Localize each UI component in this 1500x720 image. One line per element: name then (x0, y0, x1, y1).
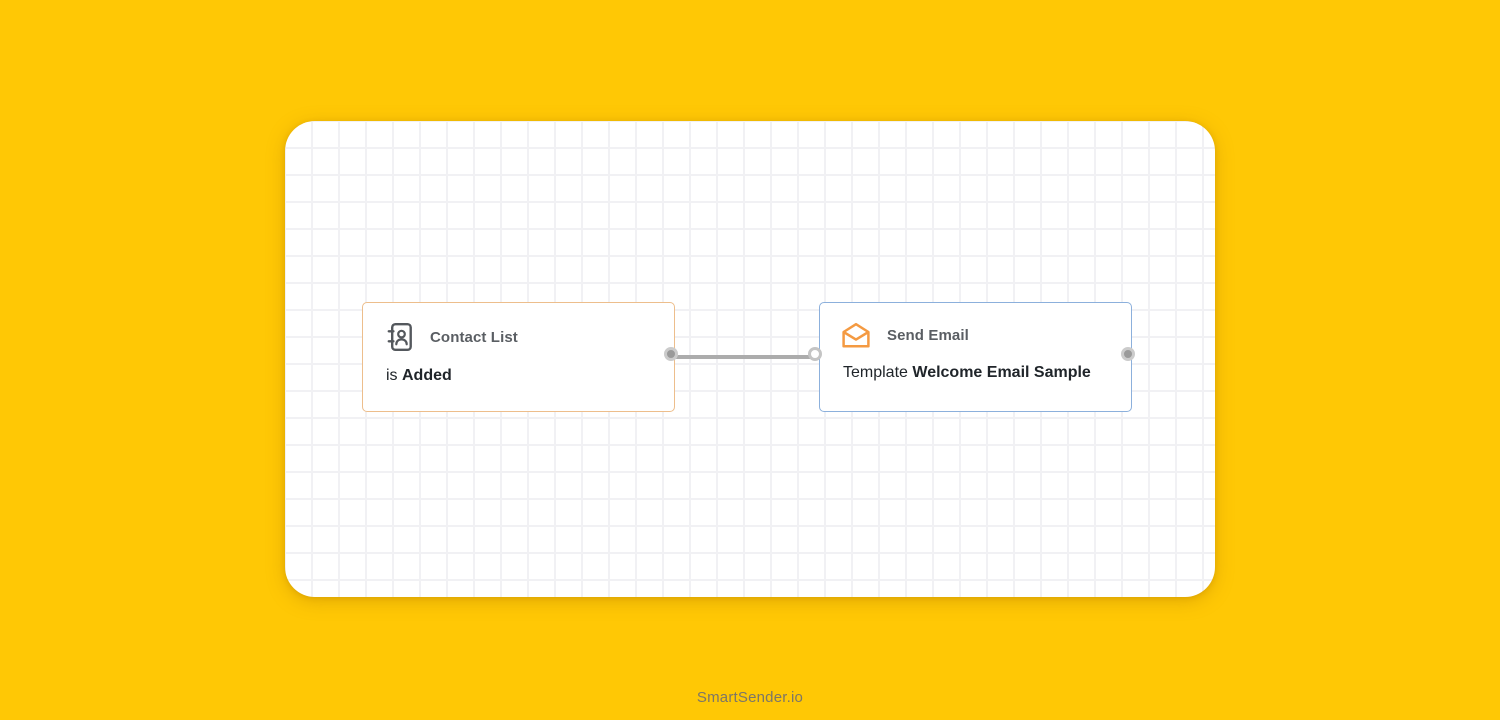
node-description-value: Added (402, 367, 452, 384)
node-description: is Added (363, 352, 674, 385)
connection-line (674, 355, 818, 359)
node-header: Send Email (820, 303, 1131, 349)
node-header: Contact List (363, 303, 674, 352)
node-description: Template Welcome Email Sample (820, 349, 1131, 382)
node-contact-list[interactable]: Contact List is Added (362, 302, 675, 412)
envelope-open-icon (841, 322, 871, 349)
workflow-canvas[interactable]: Contact List is Added Send Email Templat… (285, 121, 1215, 597)
node-title: Contact List (430, 328, 518, 346)
node-title: Send Email (887, 327, 969, 344)
node-send-email[interactable]: Send Email Template Welcome Email Sample (819, 302, 1132, 412)
address-book-icon (384, 322, 414, 352)
node-description-prefix: Template (843, 364, 913, 381)
input-port-send-email[interactable] (808, 347, 822, 361)
output-port-contact-list[interactable] (664, 347, 678, 361)
node-description-value: Welcome Email Sample (912, 364, 1091, 381)
node-description-prefix: is (386, 367, 402, 384)
brand-label: SmartSender.io (696, 689, 804, 706)
output-port-send-email[interactable] (1121, 347, 1135, 361)
